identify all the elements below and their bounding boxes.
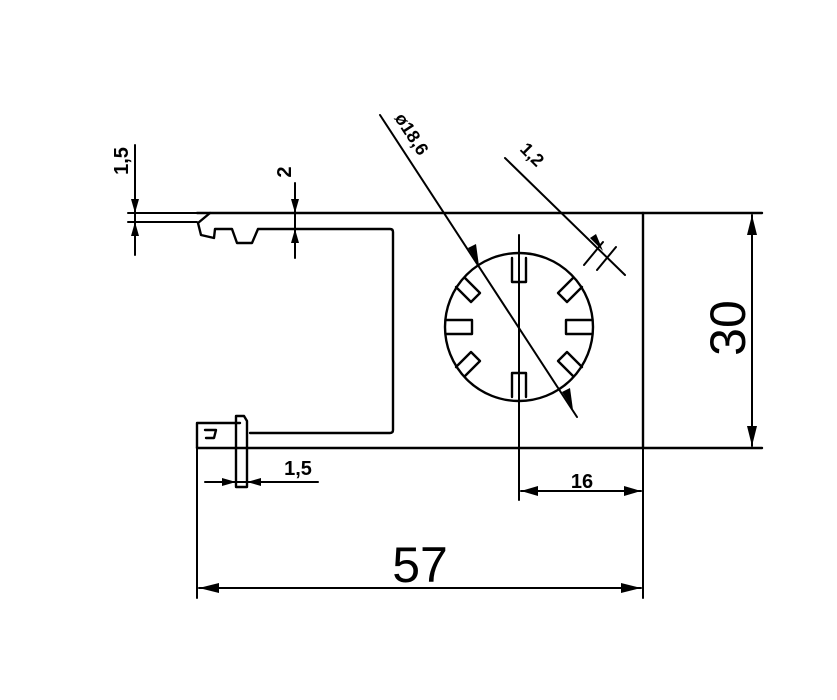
dim-slot-width: 1,2 (504, 139, 626, 276)
overall-height-label: 30 (700, 300, 756, 356)
hole-offset-label: 16 (571, 471, 593, 493)
slot-top-left (454, 276, 482, 304)
slot-left (444, 318, 474, 336)
overall-width-label: 57 (392, 537, 448, 593)
screw-boss (443, 234, 595, 449)
lip-height-label: 2 (274, 166, 296, 177)
dim-overall-height: 30 (700, 214, 757, 447)
bottom-lip-thickness-label: 1,5 (284, 458, 312, 480)
slot-bottom-left (454, 350, 482, 378)
slot-top-right (556, 276, 584, 304)
hole-diameter-label: ø18,6 (391, 109, 433, 158)
top-snap-profile (196, 211, 395, 435)
bottom-snap-profile (195, 421, 242, 450)
slot-width-label: 1,2 (516, 139, 548, 171)
slot-bottom-right (556, 350, 584, 378)
profile-outline (195, 211, 764, 489)
bottom-snap-bar (234, 414, 249, 489)
dim-overall-width: 57 (196, 447, 644, 599)
dim-lip-height: 2 (261, 166, 301, 259)
dim-hole-offset: 16 (518, 447, 642, 501)
top-thickness-label: 1,5 (111, 147, 133, 175)
dim-top-thickness: 1,5 (111, 144, 198, 256)
dim-bottom-lip-thickness: 1,5 (204, 458, 319, 486)
slot-right (564, 318, 594, 336)
